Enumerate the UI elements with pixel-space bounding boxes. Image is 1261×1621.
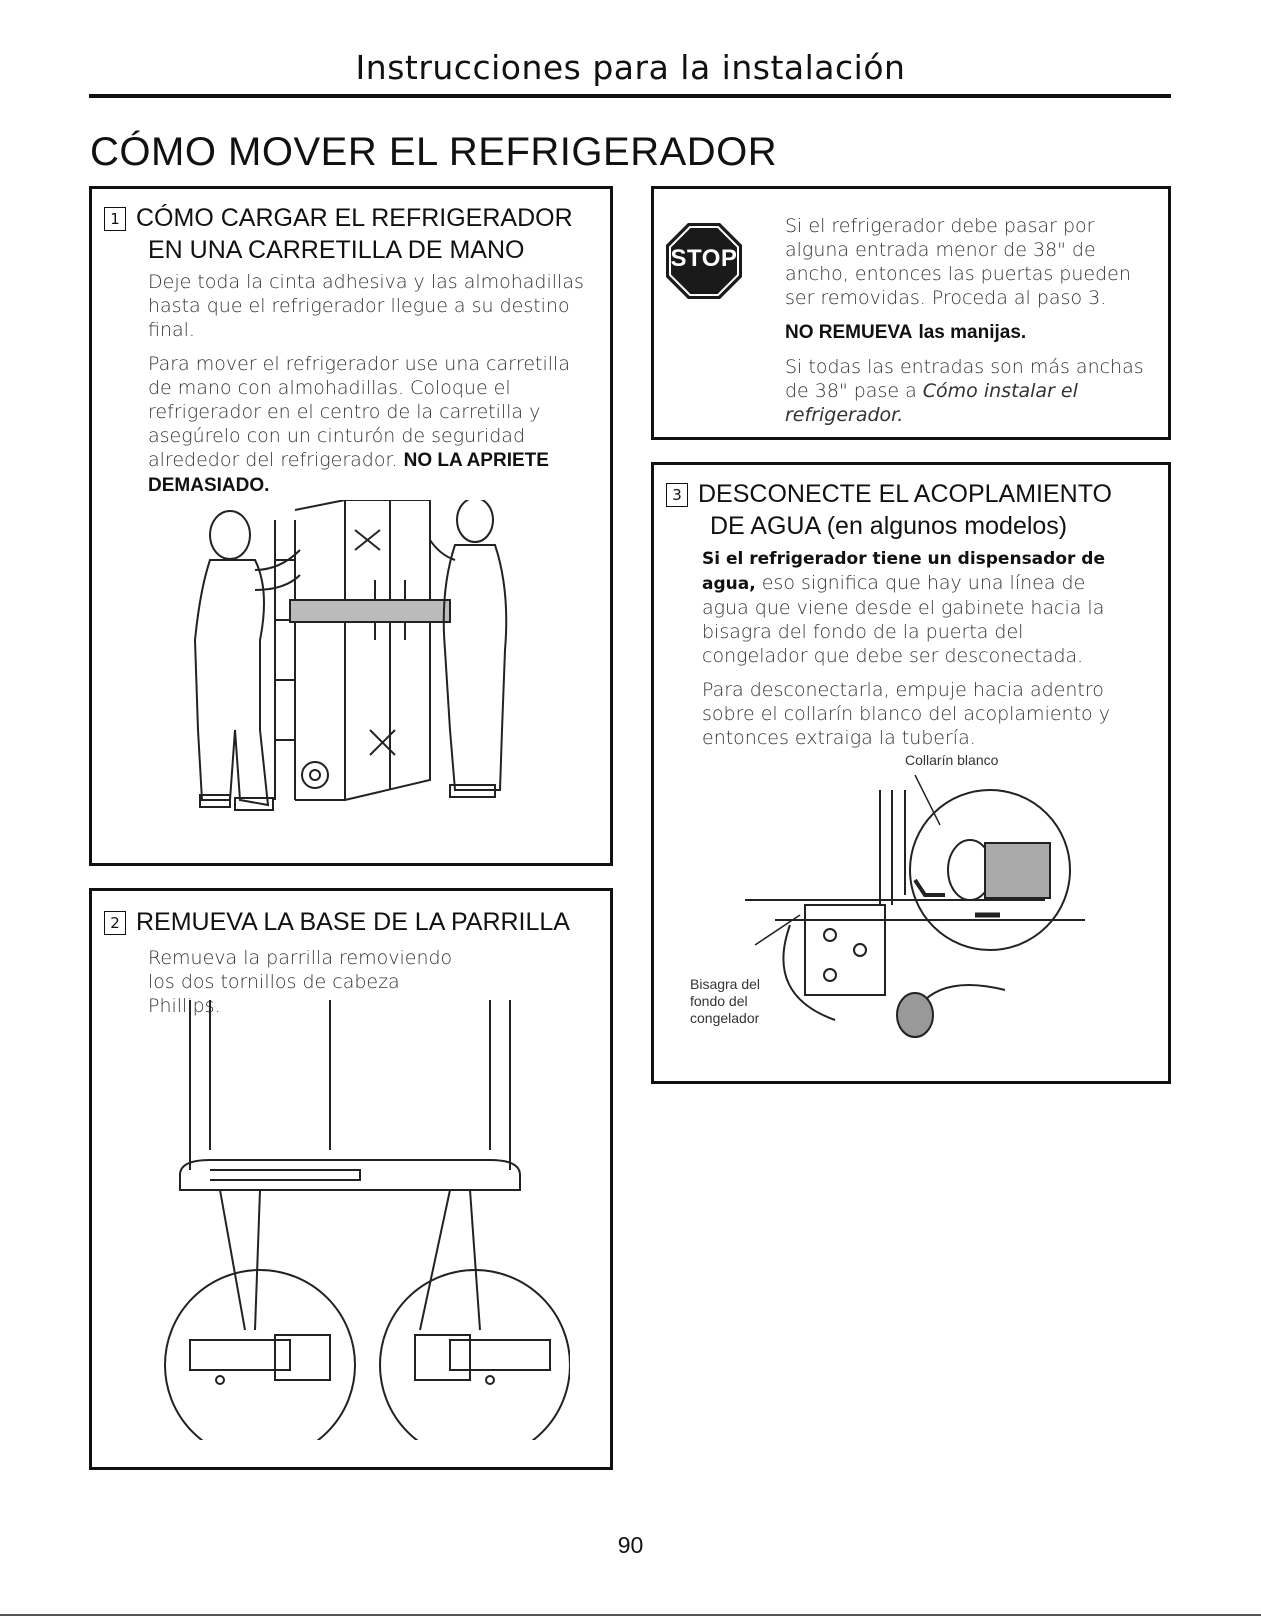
header-title: Instrucciones para la instalación <box>355 48 906 87</box>
step1-para1: Deje toda la cinta adhesiva y las almoha… <box>148 271 584 341</box>
water-coupling-illustration <box>745 775 1085 1038</box>
stop-warning: NO REMUEVA las manijas. <box>785 322 1027 343</box>
callout-collar: Collarín blanco <box>905 752 999 768</box>
step2-heading: 2 REMUEVA LA BASE DE LA PARRILLA <box>104 906 604 938</box>
step1-heading-line1: CÓMO CARGAR EL REFRIGERADOR <box>136 204 573 232</box>
step3-body: Si el refrigerador tiene un dispensador … <box>702 546 1122 760</box>
step3-heading-line1: DESCONECTE EL ACOPLAMIENTO <box>698 480 1112 508</box>
bottom-rule <box>0 1614 1261 1616</box>
step1-number: 1 <box>104 207 126 231</box>
step3-heading: 3 DESCONECTE EL ACOPLAMIENTO DE AGUA (en … <box>666 478 1166 542</box>
stop-para1: Si el refrigerador debe pasar por alguna… <box>785 215 1131 309</box>
stop-body: Si el refrigerador debe pasar por alguna… <box>785 214 1155 437</box>
grille-removal-illustration <box>164 1000 570 1440</box>
step1-panel <box>89 186 613 866</box>
step2-number: 2 <box>104 911 126 935</box>
stop-para3: Si todas las entradas son más anchas de … <box>785 356 1144 426</box>
stop-panel <box>651 186 1171 440</box>
step2-body: Remueva la parrilla removiendo los dos t… <box>148 946 468 1028</box>
step2-heading-text: REMUEVA LA BASE DE LA PARRILLA <box>136 908 570 936</box>
stop-sign-label: STOP <box>670 245 738 272</box>
step2-para: Remueva la parrilla removiendo los dos t… <box>148 947 453 1017</box>
step3-heading-line2: DE AGUA (en algunos modelos) <box>710 512 1068 540</box>
step1-heading: 1 CÓMO CARGAR EL REFRIGERADOR EN UNA CARR… <box>104 202 604 266</box>
step3-number: 3 <box>666 483 688 507</box>
step3-para1: Si el refrigerador tiene un dispensador … <box>702 549 1106 667</box>
step3-para2: Para desconectarla, empuje hacia adentro… <box>702 679 1110 749</box>
page-title: CÓMO MOVER EL REFRIGERADOR <box>90 130 778 174</box>
stop-sign-icon <box>666 223 742 299</box>
callout-hinge: Bisagra del fondo del congelador <box>690 976 761 1026</box>
step3-panel <box>651 462 1171 1084</box>
hand-truck-illustration <box>193 500 508 811</box>
step1-para2: Para mover el refrigerador use una carre… <box>148 353 570 496</box>
page-number: 90 <box>617 1532 644 1558</box>
step1-body: Deje toda la cinta adhesiva y las almoha… <box>148 270 593 508</box>
header-rule <box>89 94 1171 98</box>
step1-heading-line2: EN UNA CARRETILLA DE MANO <box>148 236 525 264</box>
step1-warning: NO LA APRIETE DEMASIADO. <box>148 450 549 496</box>
